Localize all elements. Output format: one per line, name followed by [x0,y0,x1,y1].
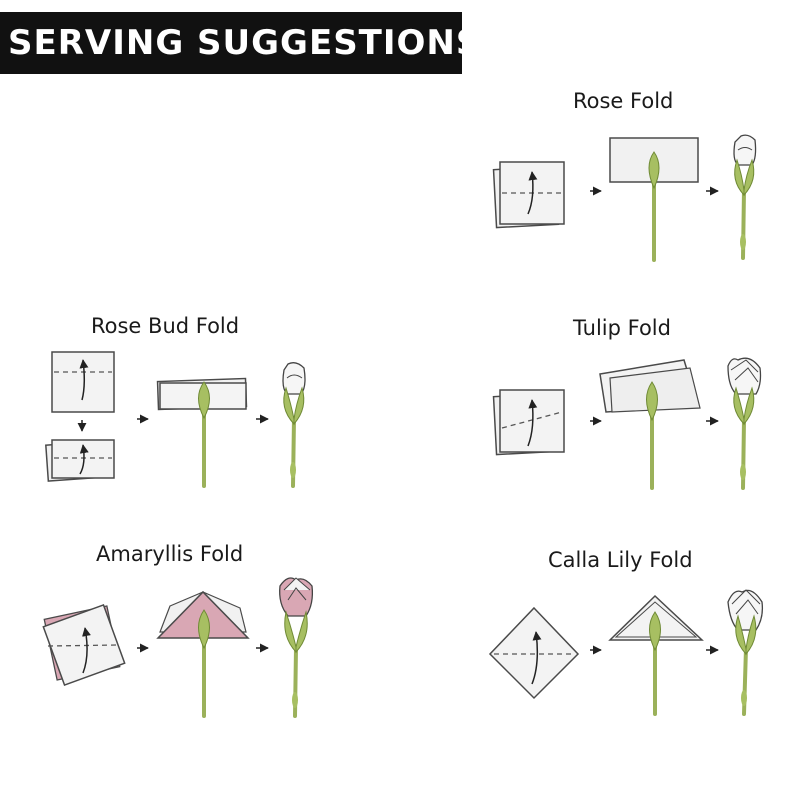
tulip-fold-diagram [492,357,762,490]
rose-bud-result-flower [282,362,306,488]
tulip-step2-napkin [599,359,701,490]
rose-step1-napkin [492,161,565,229]
calla-lily-fold-title: Calla Lily Fold [548,548,693,572]
tulip-step1-napkin [492,389,565,456]
rose-fold-diagram [492,134,757,262]
amaryllis-step1-napkin [42,603,126,687]
rose-bud-step1-napkin [51,351,115,413]
calla-lily-step1-napkin [488,606,580,700]
amaryllis-fold-title: Amaryllis Fold [96,542,244,566]
rose-result-flower [733,134,757,260]
tulip-result-flower [727,357,762,490]
calla-lily-fold-diagram [488,589,764,716]
rose-bud-step3-napkin [156,377,248,488]
tulip-fold-title: Tulip Fold [573,316,671,340]
rose-bud-step2-napkin [45,439,115,482]
rose-bud-fold-diagram [45,351,306,488]
calla-lily-step2-napkin [608,594,704,716]
amaryllis-step2-napkin [156,590,250,718]
banner-title: SERVING SUGGESTIONS [8,23,482,63]
rose-fold-title: Rose Fold [573,89,674,113]
banner: SERVING SUGGESTIONS [0,12,480,74]
rose-step2-napkin [609,137,699,262]
amaryllis-result-flower [279,577,314,718]
calla-lily-result-flower [727,589,764,716]
rose-bud-fold-title: Rose Bud Fold [91,314,240,338]
amaryllis-fold-diagram [42,577,314,718]
